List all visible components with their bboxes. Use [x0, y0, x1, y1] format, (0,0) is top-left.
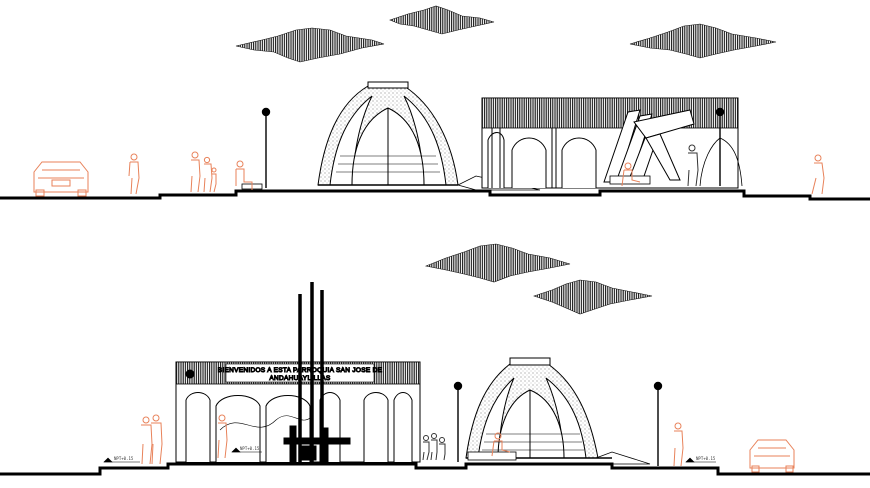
cloud-top-left [235, 27, 385, 63]
person-couple [141, 414, 163, 465]
level-label: NPT+0.15 [114, 456, 134, 461]
car-front-view [749, 439, 795, 473]
cloud-lower-lower [533, 279, 653, 315]
person-sitting [235, 160, 253, 190]
top-ground-line [0, 189, 870, 201]
dome-pavilion [465, 357, 612, 459]
person-standing [217, 414, 228, 459]
ramp [456, 175, 541, 191]
lamp-post [453, 381, 463, 462]
person-standing [128, 153, 140, 195]
cross-sculpture [283, 425, 351, 465]
person-sitting [621, 162, 641, 187]
lamp-post [653, 381, 663, 466]
level-label: NPT+0.15 [696, 456, 716, 461]
car-front-view [33, 161, 89, 197]
level-label: NPT+0.15 [240, 446, 260, 451]
bottom-elevation: BIENVENIDOS A ESTA PARROQUIA SAN JOSE DE… [0, 282, 870, 476]
level-marker [231, 447, 262, 453]
top-people-and-vehicles [33, 144, 825, 197]
person-walking [811, 154, 825, 195]
top-elevation [0, 81, 870, 201]
person-sitting [491, 432, 511, 457]
level-marker [685, 457, 716, 463]
cloud-top-middle [389, 5, 495, 35]
bench [609, 175, 651, 185]
lamp-post [715, 107, 725, 186]
person-standing [673, 422, 684, 467]
cloud-top-right [629, 23, 777, 59]
arcade-building [481, 97, 739, 189]
people-group [422, 433, 446, 461]
lamp-post [261, 107, 271, 188]
ramp [595, 451, 651, 465]
person-standing [687, 144, 699, 187]
cloud-lower-upper [424, 243, 571, 283]
dome-pavilion [317, 81, 459, 186]
bottom-ground-line [0, 462, 870, 476]
person-family [190, 151, 217, 193]
level-marker [103, 457, 140, 463]
bottom-people-and-vehicles [141, 414, 795, 473]
